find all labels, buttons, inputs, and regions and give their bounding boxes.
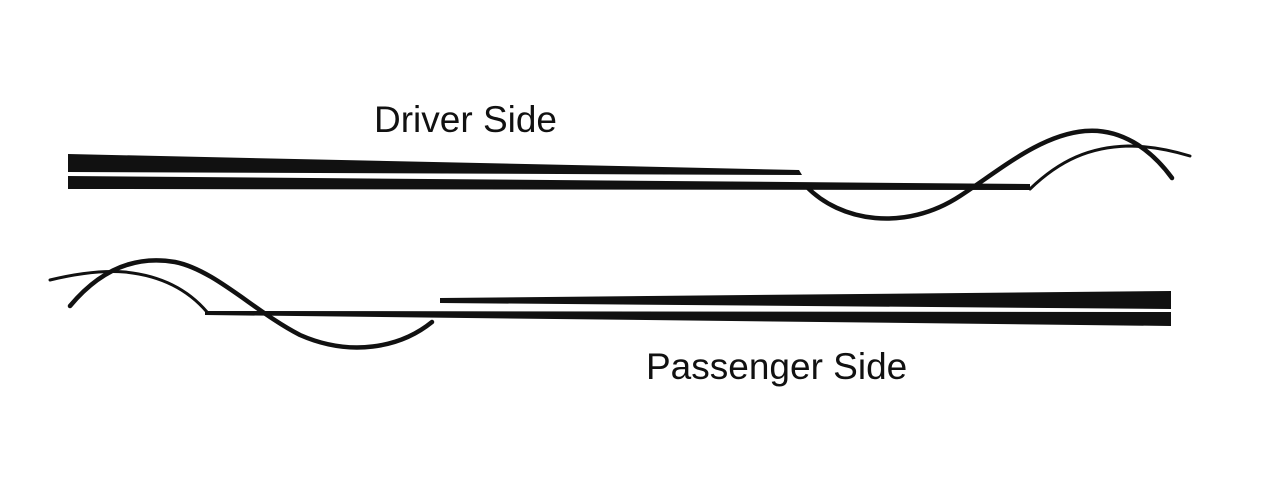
driver-side-label: Driver Side bbox=[374, 99, 557, 140]
passenger-side-label: Passenger Side bbox=[646, 346, 908, 387]
driver-side-stripe bbox=[68, 128, 1192, 221]
passenger-upper-bar bbox=[440, 291, 1171, 309]
passenger-swoosh-thin bbox=[48, 270, 209, 314]
passenger-swoosh-curve bbox=[67, 258, 435, 350]
driver-swoosh-thin bbox=[1028, 144, 1192, 191]
driver-swoosh-curve bbox=[803, 128, 1175, 221]
driver-lower-bar bbox=[68, 176, 1030, 190]
driver-upper-bar bbox=[68, 154, 802, 175]
passenger-side-stripe bbox=[48, 258, 1171, 350]
passenger-lower-bar bbox=[205, 311, 1171, 326]
